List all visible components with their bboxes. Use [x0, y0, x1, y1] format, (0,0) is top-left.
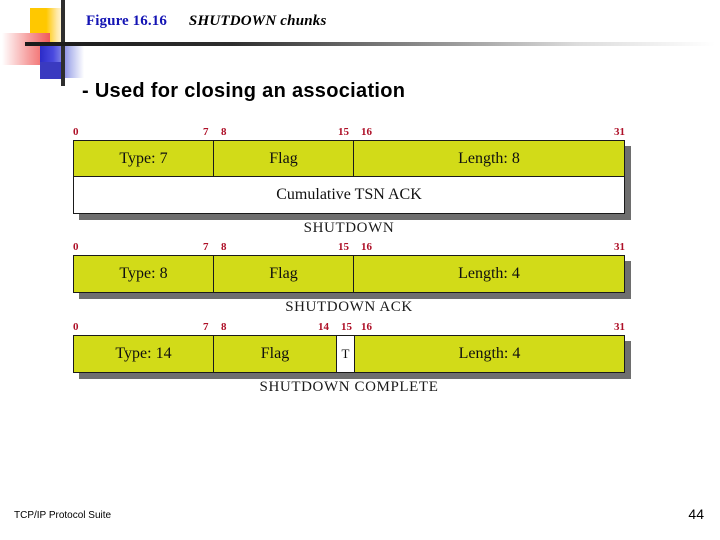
bit-label-31: 31 [614, 321, 625, 333]
figure-title: SHUTDOWN chunks [188, 13, 327, 29]
logo-blue-accent-square [40, 62, 62, 79]
bit-label-15: 15 [341, 321, 352, 333]
header-horizontal-rule [25, 42, 715, 46]
bit-label-15: 15 [338, 126, 349, 138]
bit-label-0: 0 [73, 321, 79, 333]
bit-label-31: 31 [614, 126, 625, 138]
bit-label-8: 8 [221, 126, 227, 138]
bit-label-0: 0 [73, 126, 79, 138]
chunk-header-row: Type: 14 Flag T Length: 4 [74, 336, 624, 372]
decorative-logo [0, 0, 130, 95]
chunk-frame-shutdown-complete: Type: 14 Flag T Length: 4 [73, 335, 625, 373]
caption-shutdown: SHUTDOWN [303, 220, 395, 236]
caption-shutdown-complete: SHUTDOWN COMPLETE [259, 379, 439, 395]
bit-label-14: 14 [318, 321, 329, 333]
subtitle-text: - Used for closing an association [82, 80, 406, 102]
page-title: Figure 16.16 SHUTDOWN chunks [86, 12, 327, 30]
field-flag: Flag [214, 336, 336, 372]
field-type: Type: 8 [74, 256, 214, 292]
field-t-bit: T [336, 336, 355, 372]
field-flag: Flag [214, 256, 354, 292]
diagram-shutdown-complete: 0 7 8 14 15 16 31 Type: 14 Flag T Length… [73, 321, 625, 396]
bit-ruler-shutdown: 0 7 8 15 16 31 [73, 126, 625, 140]
field-length: Length: 4 [355, 336, 624, 372]
bit-label-7: 7 [203, 241, 209, 253]
diagram-shutdown-ack: 0 7 8 15 16 31 Type: 8 Flag Length: 4 SH… [73, 241, 625, 316]
bit-label-16: 16 [361, 321, 372, 333]
bit-ruler-shutdown-ack: 0 7 8 15 16 31 [73, 241, 625, 255]
bit-label-8: 8 [221, 321, 227, 333]
field-length: Length: 8 [354, 141, 624, 176]
field-flag: Flag [214, 141, 354, 176]
bit-ruler-shutdown-complete: 0 7 8 14 15 16 31 [73, 321, 625, 335]
chunk-frame-shutdown: Type: 7 Flag Length: 8 Cumulative TSN AC… [73, 140, 625, 214]
figure-number: Figure 16.16 [86, 13, 167, 29]
caption-shutdown-ack: SHUTDOWN ACK [285, 299, 413, 315]
bit-label-7: 7 [203, 126, 209, 138]
chunk-frame-shutdown-ack: Type: 8 Flag Length: 4 [73, 255, 625, 293]
bit-label-7: 7 [203, 321, 209, 333]
bit-label-16: 16 [361, 241, 372, 253]
bit-label-15: 15 [338, 241, 349, 253]
field-cumulative-tsn-ack: Cumulative TSN ACK [74, 177, 624, 213]
bit-label-31: 31 [614, 241, 625, 253]
chunk-header-row: Type: 8 Flag Length: 4 [74, 256, 624, 292]
bit-label-8: 8 [221, 241, 227, 253]
field-type: Type: 14 [74, 336, 214, 372]
footer-page-number: 44 [688, 506, 704, 522]
diagram-shutdown: 0 7 8 15 16 31 Type: 7 Flag Length: 8 Cu… [73, 126, 625, 237]
chunk-header-row: Type: 7 Flag Length: 8 [74, 141, 624, 177]
field-type: Type: 7 [74, 141, 214, 176]
field-length: Length: 4 [354, 256, 624, 292]
bit-label-16: 16 [361, 126, 372, 138]
footer-book-title: TCP/IP Protocol Suite [14, 510, 112, 521]
bit-label-0: 0 [73, 241, 79, 253]
